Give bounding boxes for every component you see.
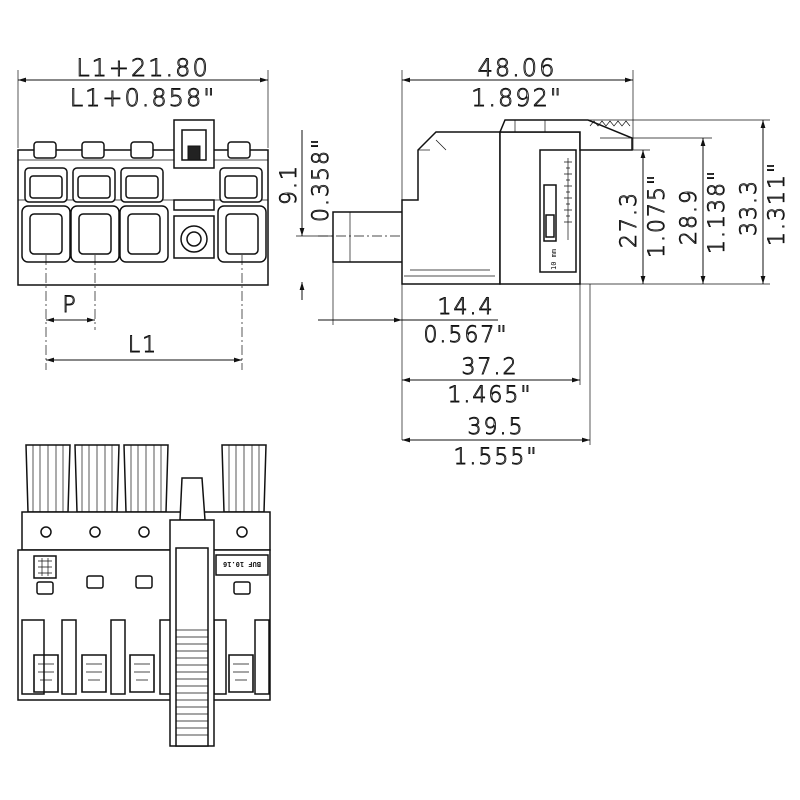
dimension-side-width: 48.06 1.892" <box>401 54 634 200</box>
side-width-inch-label: 1.892" <box>471 84 563 112</box>
dimension-pin-height: 9.1 0.358" <box>277 130 402 300</box>
pin-metric-label: 14.4 <box>438 295 495 320</box>
h2-inch-label: 1.138" <box>705 169 730 254</box>
depth-metric-label: 39.5 <box>468 415 525 440</box>
strip-length-gauge: 10 mm <box>539 149 577 273</box>
strip-gauge-unit-label: 10 mm <box>550 249 558 270</box>
pin-inch-label: 0.567" <box>423 323 508 348</box>
pitch-label: P <box>62 293 77 318</box>
side-view: 9.1 0.358" 48.06 1.892" <box>277 54 791 471</box>
dimension-heights: 27.3 1.075" 28.9 1.138" 33.3 1.311" <box>580 119 790 285</box>
h2-metric-label: 28.9 <box>677 188 702 245</box>
depth-inch-label: 1.555" <box>453 445 538 470</box>
wire-entry-openings <box>21 199 267 263</box>
body-metric-label: 37.2 <box>462 355 519 380</box>
dimension-pitch: P <box>46 293 95 323</box>
manufacturer-logo <box>33 555 57 579</box>
front-connector-body <box>17 119 269 370</box>
release-buttons <box>24 167 263 203</box>
side-width-metric-label: 48.06 <box>478 54 557 82</box>
height-metric-label: 9.1 <box>277 164 302 205</box>
center-locking-strip <box>169 477 215 747</box>
marking-plate: BUF 10.16 <box>215 554 269 576</box>
dimension-length: L1 <box>46 333 242 363</box>
h3-inch-label: 1.311" <box>765 161 790 246</box>
length-label: L1 <box>128 333 158 358</box>
dimension-pin-length: 14.4 0.567" <box>318 262 508 348</box>
front-view: L1+21.80 L1+0.858" <box>17 54 269 370</box>
overall-inch-label: L1+0.858" <box>70 84 217 112</box>
overall-metric-label: L1+21.80 <box>76 54 209 82</box>
side-connector-body: 10 mm <box>318 119 633 440</box>
top-view: BUF 10.16 <box>17 444 271 747</box>
dimension-overall-width: L1+21.80 L1+0.858" <box>17 54 269 148</box>
lever-ribs <box>589 120 631 127</box>
wire-collets <box>25 444 267 513</box>
height-inch-label: 0.358" <box>309 137 334 222</box>
body-inch-label: 1.465" <box>447 383 532 408</box>
top-latch-tabs <box>33 119 251 169</box>
h1-metric-label: 27.3 <box>617 191 642 248</box>
h3-metric-label: 33.3 <box>737 179 762 236</box>
dimension-body-length: 37.2 1.465" <box>402 284 581 408</box>
h1-inch-label: 1.075" <box>645 173 670 258</box>
dimension-depth: 39.5 1.555" <box>402 284 591 470</box>
product-marking-label: BUF 10.16 <box>223 560 261 568</box>
